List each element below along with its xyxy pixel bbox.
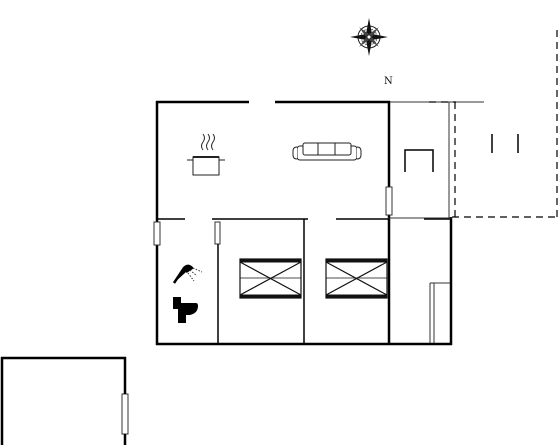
- compass-north-label: N: [384, 76, 393, 87]
- cooking-pot-icon: [187, 133, 225, 176]
- terrace-posts: [491, 134, 519, 153]
- compass-rose-icon: [350, 18, 388, 56]
- toilet-icon: [173, 297, 198, 323]
- window-markers: [121, 186, 393, 435]
- double-bed-icon: [239, 258, 302, 299]
- annex-walls: [0, 356, 127, 445]
- terrace-outline: [429, 30, 558, 218]
- main-house-walls: [155, 100, 453, 346]
- interior-walls: [157, 218, 452, 345]
- double-bed-icon: [325, 258, 388, 299]
- terrace-structure: [388, 101, 484, 343]
- shower-icon: [172, 264, 203, 284]
- sofa-icon: [292, 142, 362, 161]
- fireplace-icon: [404, 149, 434, 172]
